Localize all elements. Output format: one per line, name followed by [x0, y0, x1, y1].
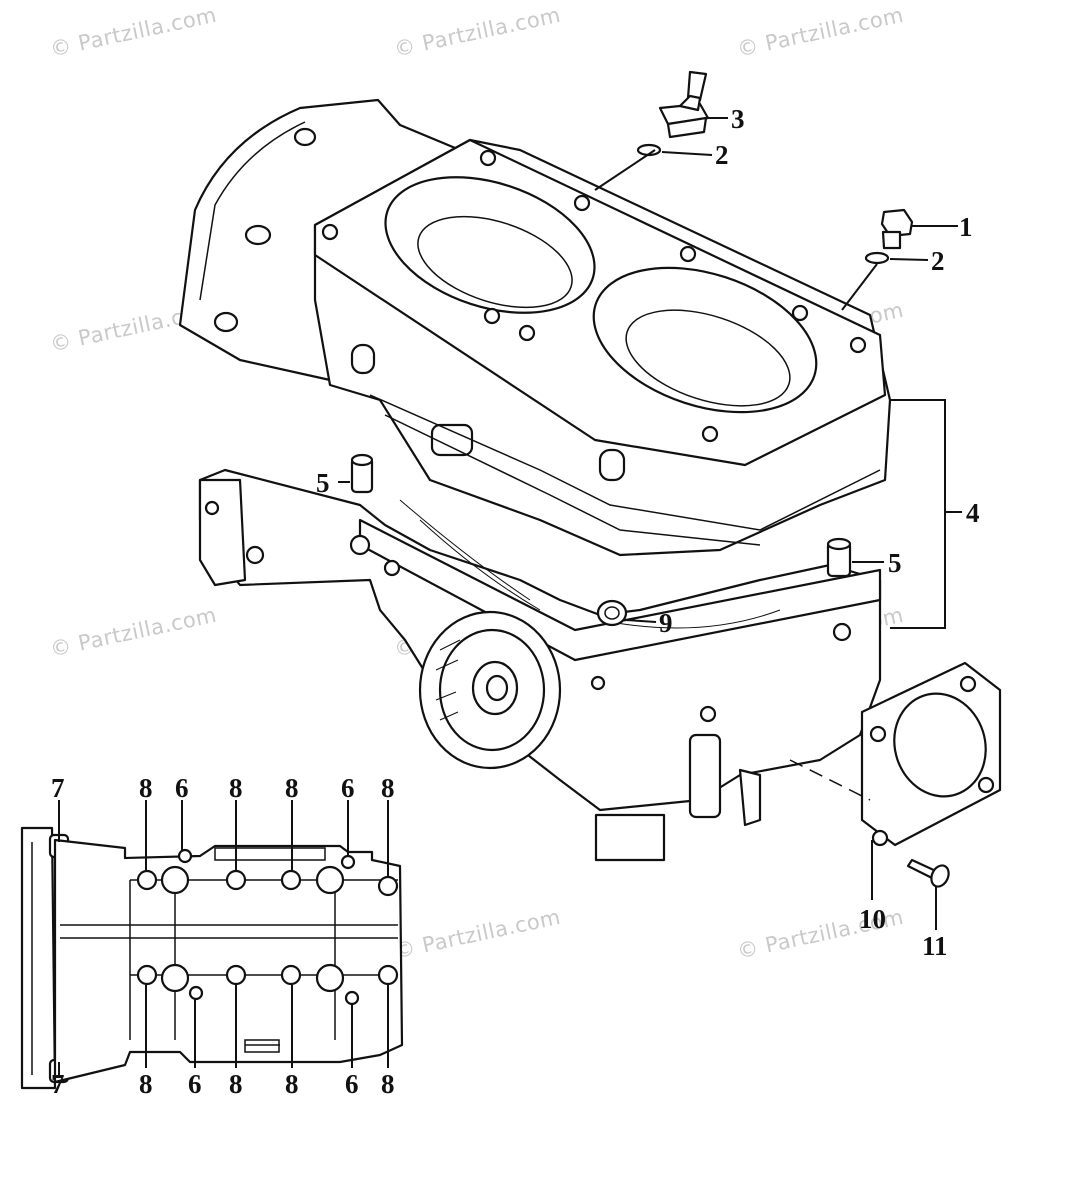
inset-bottom-labels: 7 8 6 8 8 6 8 — [51, 1069, 395, 1099]
callout-7: 7 — [51, 1069, 65, 1099]
callout-4: 4 — [966, 498, 980, 528]
callout-8: 8 — [285, 773, 299, 803]
inset-bottom-view — [20, 800, 404, 1090]
callout-6: 6 — [345, 1069, 359, 1099]
callout-6: 6 — [341, 773, 355, 803]
inset-top-labels: 7 8 6 8 8 6 8 — [51, 773, 395, 803]
part-11-screw — [906, 858, 950, 888]
callout-7: 7 — [51, 773, 65, 803]
callout-11: 11 — [922, 931, 948, 961]
callout-6: 6 — [175, 773, 189, 803]
callout-8: 8 — [139, 1069, 153, 1099]
leader-lines — [338, 117, 962, 930]
callout-8: 8 — [285, 1069, 299, 1099]
crankcase-illustration — [178, 98, 892, 862]
callout-8: 8 — [381, 1069, 395, 1099]
callout-5: 5 — [316, 468, 330, 498]
callout-labels: 3 2 1 2 4 5 5 9 10 11 — [316, 104, 980, 961]
callout-8: 8 — [229, 773, 243, 803]
callout-8: 8 — [381, 773, 395, 803]
part-2-washer-lower — [864, 251, 890, 265]
part-3-fitting — [658, 70, 710, 139]
callout-2: 2 — [715, 140, 729, 170]
callout-8: 8 — [229, 1069, 243, 1099]
callout-8: 8 — [139, 773, 153, 803]
callout-5: 5 — [888, 548, 902, 578]
callout-1: 1 — [959, 212, 973, 242]
part-1-plug — [880, 208, 914, 250]
part-10-flange — [789, 661, 1002, 847]
callout-6: 6 — [188, 1069, 202, 1099]
callout-9: 9 — [659, 608, 673, 638]
callout-10: 10 — [859, 904, 886, 934]
callout-2: 2 — [931, 246, 945, 276]
callout-3: 3 — [731, 104, 745, 134]
